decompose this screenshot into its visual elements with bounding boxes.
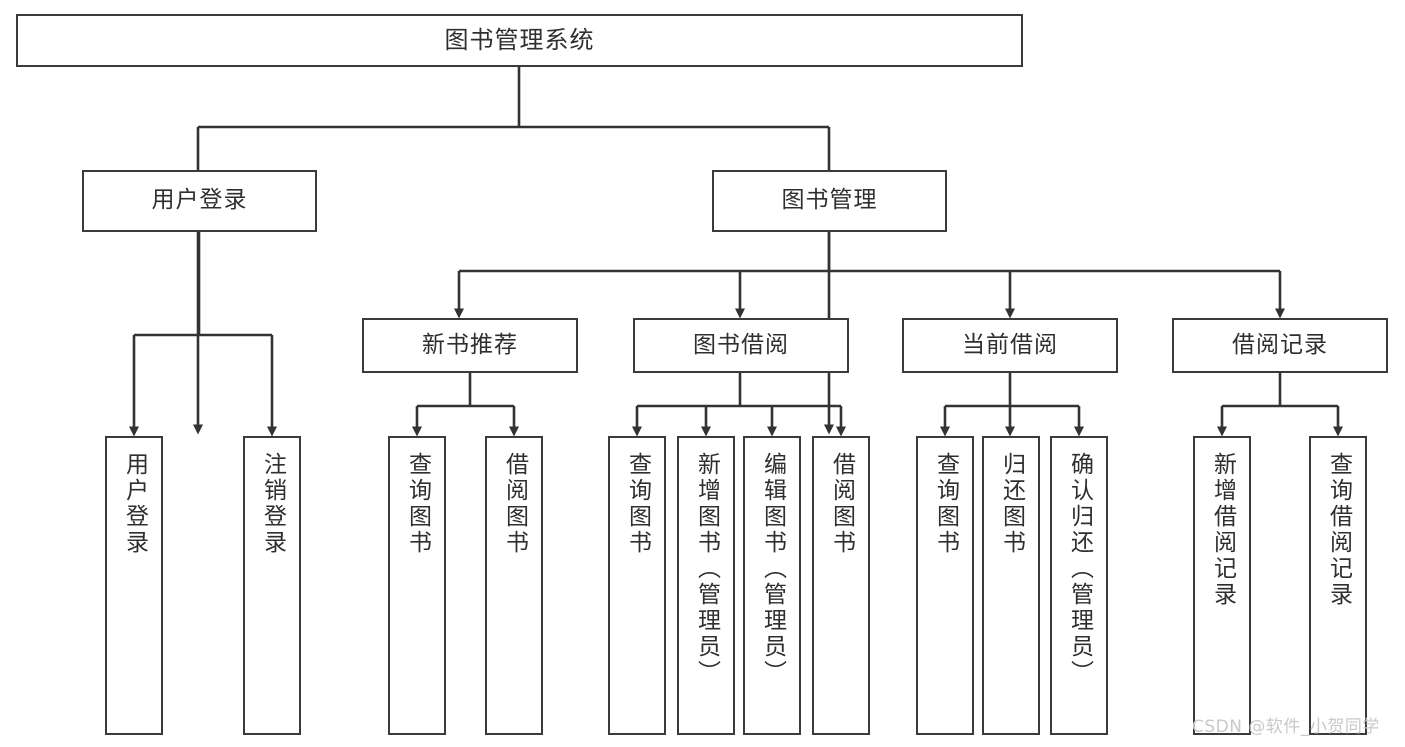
node-label: 图书借阅: [693, 331, 789, 358]
node-label: 新书推荐: [422, 331, 518, 358]
node-root-book-management-system[interactable]: 图书管理系统: [16, 14, 1023, 67]
leaf-query-book-current[interactable]: 查询图书: [916, 436, 974, 735]
leaf-add-borrow-record[interactable]: 新增借阅记录: [1193, 436, 1251, 735]
node-user-login[interactable]: 用户登录: [82, 170, 317, 232]
leaf-borrow-book-recommend[interactable]: 借阅图书: [485, 436, 543, 735]
node-label: 查询图书: [624, 452, 651, 556]
node-label: 图书管理系统: [444, 26, 595, 55]
node-label: 用户登录: [151, 187, 248, 214]
node-label: 新增图书（管理员）: [693, 452, 720, 686]
node-label: 查询借阅记录: [1325, 452, 1352, 608]
csdn-watermark: CSDN @软件_小贺同学: [1192, 717, 1380, 737]
leaf-confirm-return[interactable]: 确认归还（管理员）: [1050, 436, 1108, 735]
node-new-book-recommend[interactable]: 新书推荐: [362, 318, 578, 373]
node-label: 确认归还（管理员）: [1066, 452, 1093, 686]
node-label: 借阅记录: [1232, 331, 1328, 358]
leaf-add-book[interactable]: 新增图书（管理员）: [677, 436, 735, 735]
leaf-query-book-borrow[interactable]: 查询图书: [608, 436, 666, 735]
node-current-borrow[interactable]: 当前借阅: [902, 318, 1118, 373]
node-book-management[interactable]: 图书管理: [712, 170, 947, 232]
node-borrow-record[interactable]: 借阅记录: [1172, 318, 1388, 373]
leaf-query-borrow-record[interactable]: 查询借阅记录: [1309, 436, 1367, 735]
node-label: 查询图书: [404, 452, 431, 556]
leaf-logout[interactable]: 注销登录: [243, 436, 301, 735]
node-label: 图书管理: [781, 187, 878, 214]
node-label: 用户登录: [121, 452, 148, 556]
node-label: 新增借阅记录: [1209, 452, 1236, 608]
node-label: 归还图书: [998, 452, 1025, 556]
leaf-return-book[interactable]: 归还图书: [982, 436, 1040, 735]
leaf-edit-book[interactable]: 编辑图书（管理员）: [743, 436, 801, 735]
node-label: 注销登录: [259, 452, 286, 556]
node-label: 借阅图书: [828, 452, 855, 556]
node-label: 借阅图书: [501, 452, 528, 556]
leaf-user-login[interactable]: 用户登录: [105, 436, 163, 735]
node-label: 当前借阅: [962, 331, 1058, 358]
node-book-borrow[interactable]: 图书借阅: [633, 318, 849, 373]
node-label: 编辑图书（管理员）: [759, 452, 786, 686]
leaf-borrow-book[interactable]: 借阅图书: [812, 436, 870, 735]
leaf-query-book-recommend[interactable]: 查询图书: [388, 436, 446, 735]
node-label: 查询图书: [932, 452, 959, 556]
